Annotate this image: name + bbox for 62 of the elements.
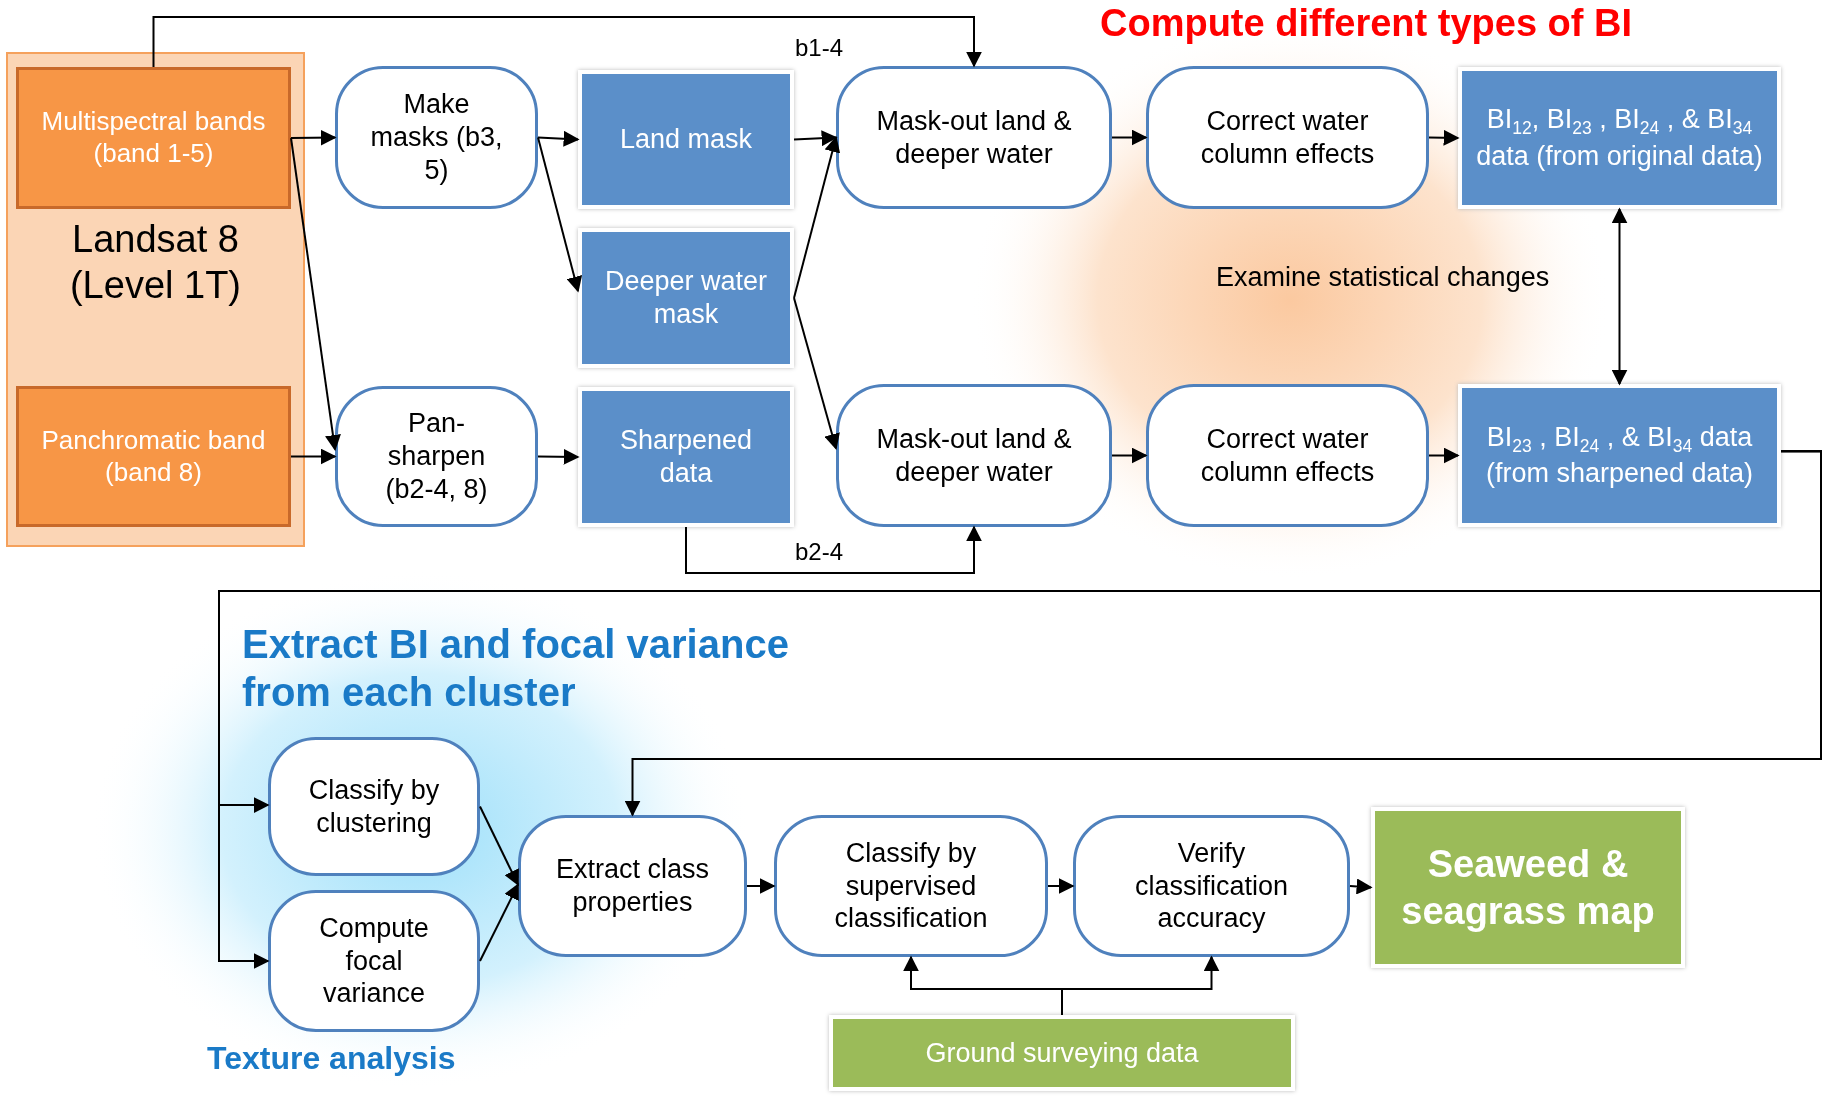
source-panel [6, 52, 305, 547]
node-label: Mask-out land & deeper water [875, 104, 1073, 171]
process-box [518, 815, 747, 957]
process-box [335, 386, 538, 527]
input-box [16, 386, 291, 527]
arrow [1047, 878, 1075, 894]
arrow [793, 135, 841, 299]
node-label: Sharpened data [618, 424, 754, 490]
process-box [1146, 66, 1429, 209]
node-label: Multispectral bands (band 1-5) [40, 106, 267, 170]
arrow [793, 130, 838, 147]
process-box [836, 66, 1112, 209]
section-heading: Texture analysis [207, 1040, 456, 1077]
node-label: Ground surveying data [925, 1036, 1199, 1070]
node-label: Panchromatic band (band 8) [40, 424, 267, 489]
arrow [1111, 129, 1148, 146]
node-label: BI$_{23}$ , BI$_{24}$ , & BI$_{34}$ data (from sharpened data) [1484, 420, 1755, 491]
node-label: Extract class properties [554, 853, 710, 919]
process-box [836, 384, 1112, 527]
arrow [1349, 878, 1373, 895]
arrow [290, 448, 337, 465]
node-label: BI$_{12}$, BI$_{23}$ , BI$_{24}$ , & BI$_{34}$ data (from original data) [1475, 103, 1764, 173]
node-label: Classify by clustering [307, 773, 441, 840]
node-label: Compute focal variance [318, 911, 430, 1011]
arrow [290, 137, 341, 452]
arrow [479, 805, 519, 886]
node-label: Correct water column effects [1199, 104, 1376, 171]
node-label: Landsat 8 (Level 1T) [68, 217, 243, 309]
process-box [1073, 815, 1350, 957]
arrow [685, 525, 982, 574]
arrow [746, 878, 776, 894]
input-box [16, 67, 291, 209]
arrow [793, 297, 840, 450]
arrow [152, 16, 982, 68]
node-label: Classify by supervised classification [833, 836, 989, 936]
node-label: Verify classification accuracy [1133, 836, 1290, 936]
arrow [1611, 207, 1628, 386]
node-label: Make masks (b3, 5) [369, 88, 504, 187]
node-label: Pan-sharpen (b2-4, 8) [384, 407, 489, 506]
arrow [1061, 955, 1220, 1016]
arrow [1428, 447, 1460, 464]
arrow [1428, 129, 1460, 146]
arrow [537, 136, 583, 293]
node-label: Seaweed & seagrass map [1400, 842, 1656, 934]
node-label: Deeper water mask [603, 265, 769, 331]
arrow [624, 450, 1822, 817]
arrow [290, 129, 337, 146]
note-text: Examine statistical changes [1216, 262, 1550, 293]
process-box [774, 815, 1048, 957]
arrow [537, 130, 580, 147]
process-box [268, 737, 480, 876]
node-label: Correct water column effects [1199, 422, 1376, 489]
arrow [479, 883, 519, 962]
node-label: Land mask [619, 123, 753, 156]
section-heading: Extract BI and focal variance from each cluster [242, 621, 790, 716]
process-box [268, 890, 480, 1032]
arrow [537, 448, 580, 465]
node-label: Mask-out land & deeper water [875, 422, 1073, 489]
title-text: Compute different types of BI [1100, 2, 1633, 45]
arrow [1111, 447, 1148, 464]
process-box [1146, 384, 1429, 527]
process-box [335, 66, 538, 209]
